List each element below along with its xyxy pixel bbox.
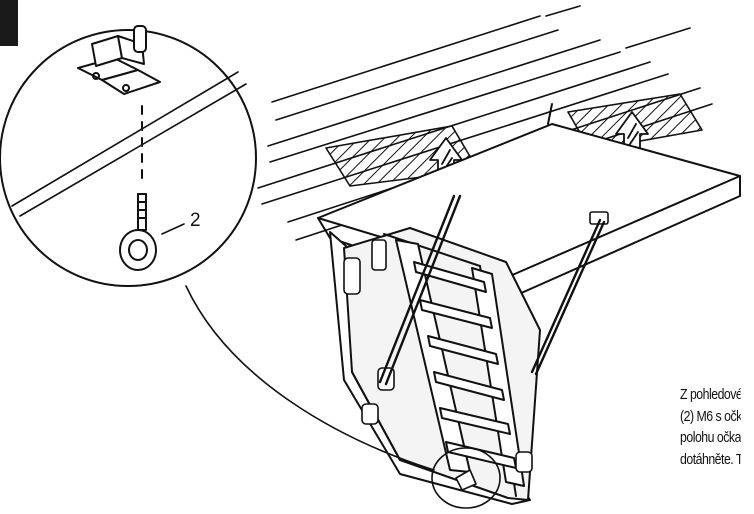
hinge-brackets [343,211,609,473]
detail-circle-small [431,447,501,509]
caption-line-1: Z pohledové [680,386,741,403]
detail-magnifier: 2 [0,25,257,287]
caption-line-2: (2) M6 s očk [680,407,741,425]
caption-line-4: dotáhněte. T [680,450,741,468]
instruction-caption: Z pohledové (2) M6 s očk polohu očka dot… [680,384,741,470]
corner-mark [0,0,18,46]
detail-leader-line [185,285,435,471]
callout-number-2: 2 [190,210,201,231]
ladder-rungs [413,261,517,469]
caption-line-3: polohu očka [680,429,741,446]
support-rods [378,194,606,386]
